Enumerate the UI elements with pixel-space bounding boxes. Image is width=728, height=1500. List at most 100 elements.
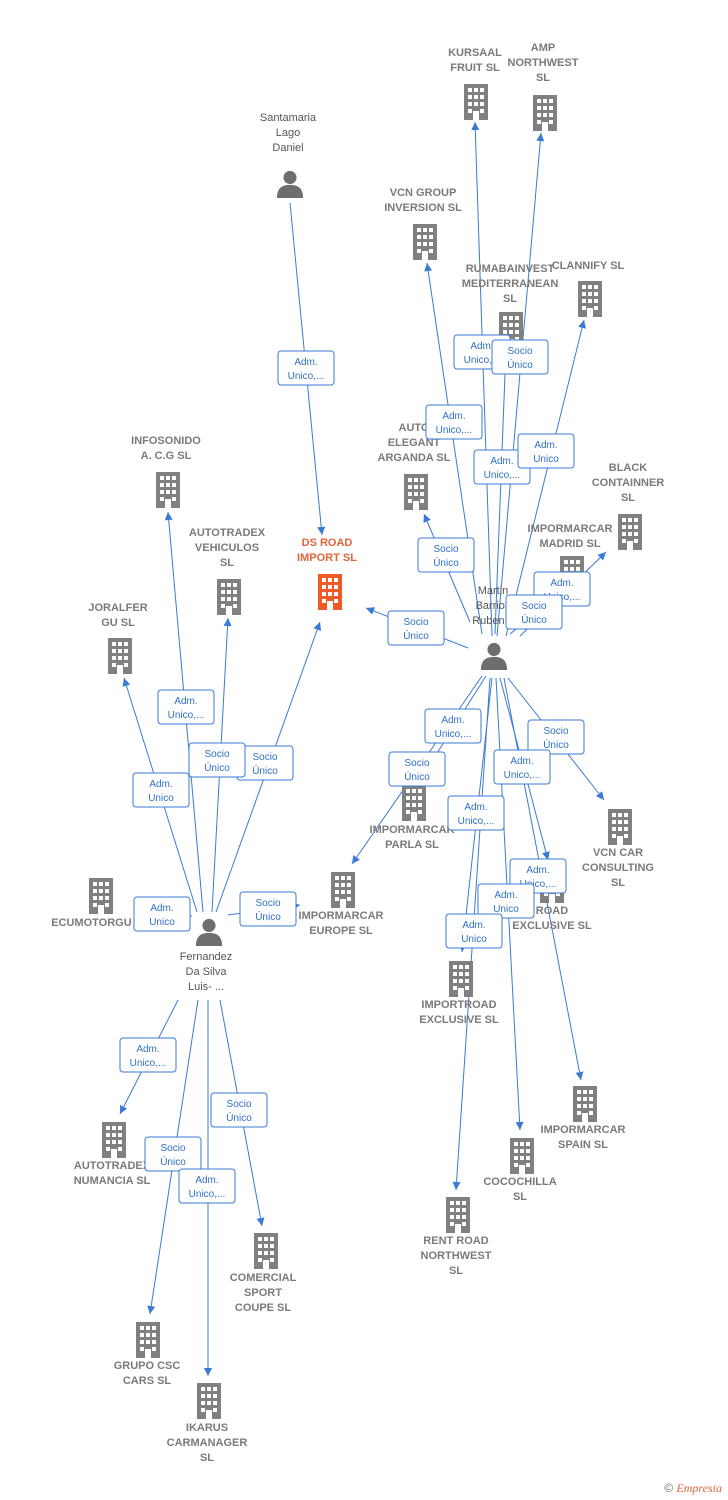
relation-badge-text: Adm. bbox=[462, 920, 485, 931]
relation-badge-text: Socio bbox=[226, 1099, 251, 1110]
relation-badge[interactable]: Adm. Unico,... bbox=[425, 404, 483, 440]
relation-badge-text: Unico,... bbox=[520, 879, 557, 890]
building-icon bbox=[533, 95, 557, 131]
node-label-line: SL bbox=[220, 557, 234, 569]
node-label-line: CONTAINNER bbox=[592, 477, 665, 489]
company-node-clannify[interactable]: CLANNIFY SL bbox=[552, 260, 625, 317]
relation-badge-text: Adm. bbox=[464, 802, 487, 813]
building-icon bbox=[217, 579, 241, 615]
company-node-ecumotorgu[interactable]: ECUMOTORGU SL bbox=[51, 878, 149, 929]
company-node-vcn-group[interactable]: VCN GROUP INVERSION SL bbox=[384, 187, 462, 260]
relation-badge-text: Unico,... bbox=[484, 470, 521, 481]
node-label-line: Santamaria bbox=[260, 112, 317, 124]
relation-badge[interactable]: Adm.Unico,... bbox=[447, 795, 505, 831]
relation-badge[interactable]: Adm.Unico,... bbox=[157, 689, 215, 725]
relation-badge-text: Adm. bbox=[494, 890, 517, 901]
node-label-line: IMPORMARCAR bbox=[299, 910, 384, 922]
arrowhead bbox=[122, 678, 131, 687]
relation-badge-text: Socio bbox=[543, 726, 568, 737]
relation-badge-text: Adm. bbox=[174, 696, 197, 707]
node-label-line: INVERSION SL bbox=[384, 202, 462, 214]
node-label-line: ARGANDA SL bbox=[378, 452, 451, 464]
relation-badge-text: Adm. bbox=[442, 411, 465, 422]
person-node-martin[interactable]: MartinBarriosRuben... bbox=[472, 585, 514, 670]
building-icon bbox=[254, 1233, 278, 1269]
building-icon bbox=[108, 638, 132, 674]
relation-badge[interactable]: Adm.Unico,... bbox=[493, 749, 551, 785]
relation-badge-text: Adm. bbox=[470, 341, 493, 352]
relation-badge-text: Unico,... bbox=[288, 371, 325, 382]
node-label-line: AUTOTRADEX bbox=[189, 527, 266, 539]
node-label-line: IMPORTROAD bbox=[421, 999, 496, 1011]
relation-badge[interactable]: Adm.Unico,... bbox=[178, 1168, 236, 1204]
node-label-line: COCOCHILLA bbox=[483, 1176, 556, 1188]
relation-badge[interactable]: Adm.Unico bbox=[477, 883, 535, 919]
node-label-line: VCN GROUP bbox=[390, 187, 457, 199]
relation-badge[interactable]: Adm.Unico bbox=[445, 913, 503, 949]
arrowhead bbox=[204, 1368, 212, 1376]
relation-badge-text: Adm. bbox=[294, 357, 317, 368]
node-label-line: A. C.G SL bbox=[141, 450, 192, 462]
edge-martin-to-rumabainvest bbox=[494, 347, 507, 635]
node-label-line: FRUIT SL bbox=[450, 62, 500, 74]
relation-badge-text: Adm. bbox=[490, 456, 513, 467]
brand-logo[interactable]: Empresia bbox=[676, 1481, 722, 1495]
edge-martin-to-vcn-group bbox=[426, 262, 483, 635]
company-node-infosonido[interactable]: INFOSONIDO A. C.G SL bbox=[131, 435, 201, 508]
node-label-line: INFOSONIDO bbox=[131, 435, 201, 447]
building-icon bbox=[156, 472, 180, 508]
node-label-line: SL bbox=[611, 877, 625, 889]
building-icon bbox=[449, 961, 473, 997]
relation-badge-text: Unico bbox=[148, 793, 174, 804]
relation-badge-text: Único bbox=[543, 738, 569, 751]
node-label-line: BLACK bbox=[609, 462, 648, 474]
node-label-line: CLANNIFY SL bbox=[552, 260, 625, 272]
node-label-line: Daniel bbox=[272, 142, 303, 154]
relation-badge-text: Unico,... bbox=[436, 425, 473, 436]
relation-badge[interactable]: Adm. Unico,... bbox=[277, 350, 335, 386]
relation-badge[interactable]: Adm.Unico bbox=[517, 433, 575, 469]
building-icon bbox=[102, 1122, 126, 1158]
building-icon bbox=[608, 809, 632, 845]
relation-badge[interactable]: Adm.Unico,... bbox=[424, 708, 482, 744]
relation-badge[interactable]: Adm.Unico bbox=[133, 896, 191, 932]
relation-badge[interactable]: Adm.Unico bbox=[132, 772, 190, 808]
relation-badge[interactable]: Adm.Unico,... bbox=[119, 1037, 177, 1073]
node-label-line: IMPORMARCAR bbox=[528, 523, 613, 535]
edge-martin-to-clannify bbox=[505, 319, 585, 637]
